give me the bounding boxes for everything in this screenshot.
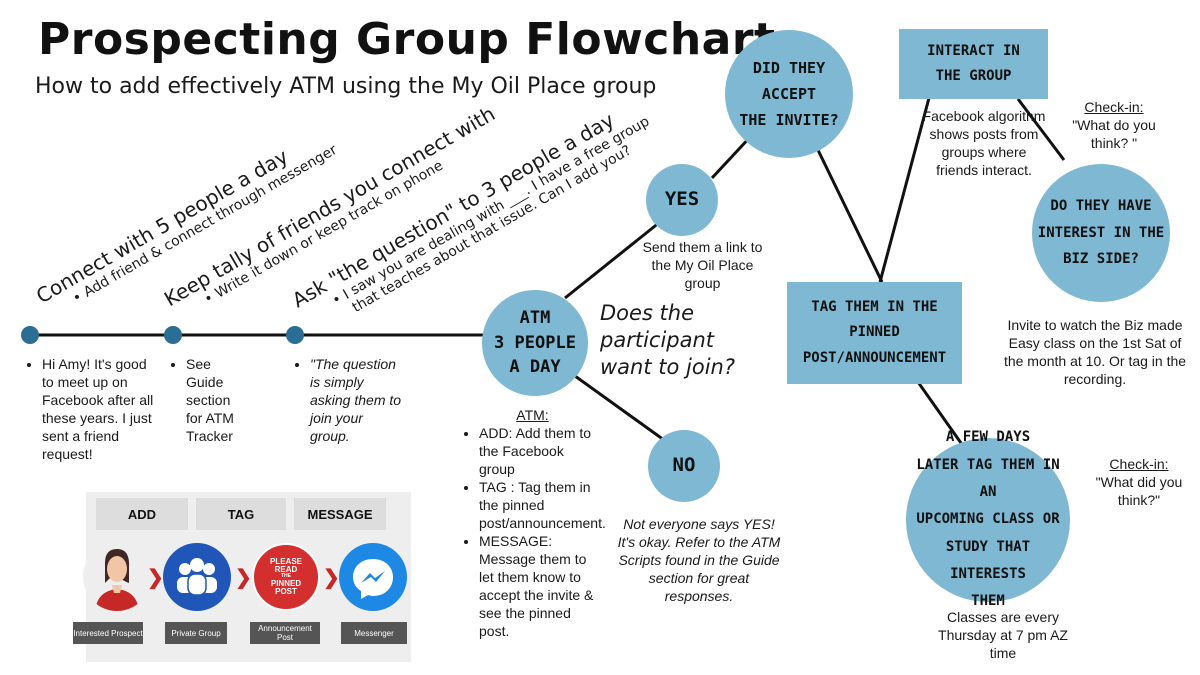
caption-prospect: Interested Prospect <box>73 622 143 644</box>
atm-list: ATM: ADD: Add them to the Facebook group… <box>465 406 606 640</box>
strip-col-add: ADD <box>96 498 188 530</box>
caption-announcement: Announcement Post <box>250 622 320 644</box>
chevron-right-icon: ❯ <box>235 567 252 589</box>
group-icon <box>163 543 231 611</box>
caption-messenger: Messenger <box>341 622 407 644</box>
note-greeting: Hi Amy! It's good to meet up on Facebook… <box>26 355 154 463</box>
atm-list-item: ADD: Add them to the Facebook group <box>479 424 600 478</box>
biz-note: Invite to watch the Biz made Easy class … <box>1003 317 1187 387</box>
join-question: Does the participant want to join? <box>600 301 735 379</box>
tag-box: TAG THEM IN THE PINNED POST/ANNOUNCEMENT <box>787 282 962 384</box>
accept-circle: DID THEY ACCEPT THE INVITE? <box>725 30 853 158</box>
atm-list-item: MESSAGE: Message them to let them know t… <box>479 532 600 640</box>
timeline-dot-2 <box>164 326 182 344</box>
pinned-post-icon: PLEASE READ THE PINNED POST <box>252 543 320 611</box>
page-subtitle: How to add effectively ATM using the My … <box>35 74 657 99</box>
interact-box: INTERACT IN THE GROUP <box>899 29 1048 99</box>
checkin-1: Check-in: "What do you think? " <box>1072 99 1156 151</box>
prospect-avatar-icon <box>83 543 151 611</box>
yes-note: Send them a link to the My Oil Place gro… <box>642 239 763 291</box>
messenger-icon <box>339 543 407 611</box>
atm-list-heading: ATM: <box>516 407 549 423</box>
strip-col-tag: TAG <box>196 498 286 530</box>
timeline-dot-3 <box>286 326 304 344</box>
biz-circle: DO THEY HAVE INTEREST IN THE BIZ SIDE? <box>1032 164 1170 302</box>
atm-circle: ATM 3 PEOPLE A DAY <box>482 290 588 396</box>
few-days-circle: A FEW DAYS LATER TAG THEM IN AN UPCOMING… <box>906 429 1070 609</box>
chevron-right-icon: ❯ <box>147 567 164 589</box>
classes-note: Classes are every Thursday at 7 pm AZ ti… <box>938 609 1068 661</box>
page-title: Prospecting Group Flowchart <box>38 14 776 65</box>
note-question: "The question is simply asking them to j… <box>294 355 404 445</box>
yes-circle: YES <box>646 164 718 236</box>
strip-col-message: MESSAGE <box>294 498 386 530</box>
atm-list-item: TAG : Tag them in the pinned post/announ… <box>479 478 606 532</box>
no-circle: NO <box>648 430 720 502</box>
timeline-dot-1 <box>21 326 39 344</box>
checkin-2: Check-in: "What did you think?" <box>1095 456 1183 508</box>
interact-note: Facebook algorithm shows posts from grou… <box>922 108 1046 178</box>
note-guide: See Guide section for ATM Tracker <box>170 355 250 445</box>
caption-group: Private Group <box>165 622 227 644</box>
no-note: Not everyone says YES! It's okay. Refer … <box>617 516 781 604</box>
chevron-right-icon: ❯ <box>323 567 340 589</box>
